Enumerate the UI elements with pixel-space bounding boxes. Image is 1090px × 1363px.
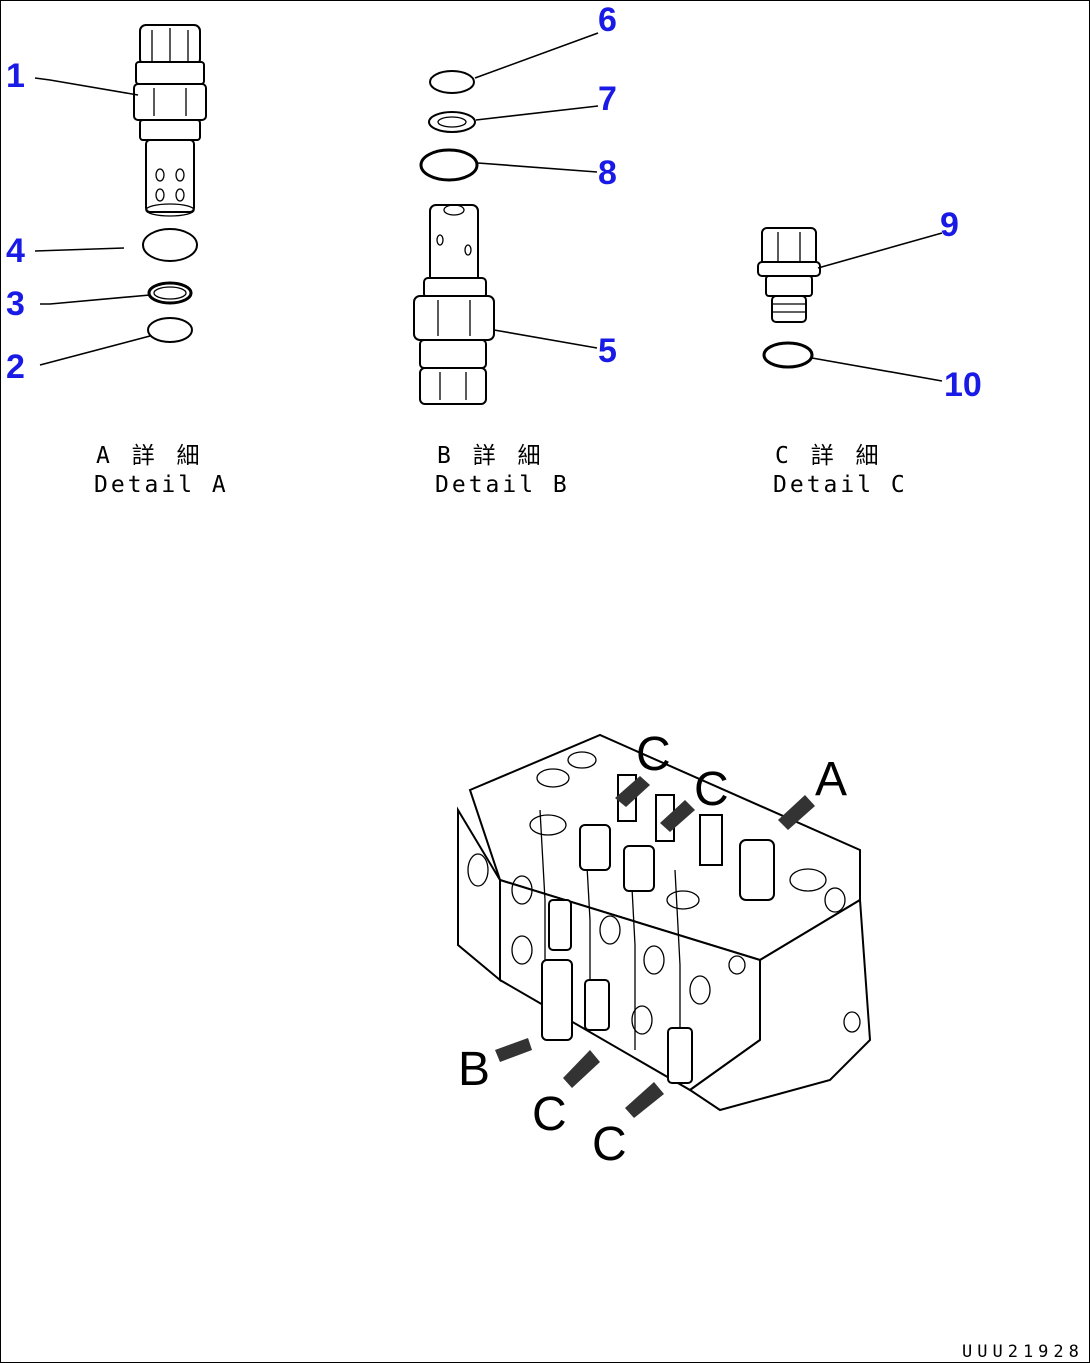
detail-a-jp: A 詳 細: [96, 443, 204, 469]
part-9-plug[interactable]: [757, 227, 821, 323]
view-label-a: A: [815, 753, 847, 806]
view-label-c-2: C: [694, 763, 729, 816]
part-1-relief-valve[interactable]: [133, 24, 207, 217]
detail-b-jp: B 詳 細: [437, 443, 545, 469]
leader-6: [474, 32, 599, 79]
leader-5: [493, 329, 598, 349]
leader-9: [817, 232, 943, 269]
drawing-code: UUU21928: [962, 1342, 1084, 1362]
detail-b-group: 6 7 8 5 B 詳 細 Detail B: [413, 1, 617, 498]
view-label-c-3: C: [532, 1088, 567, 1141]
callout-6: 6: [598, 1, 617, 39]
view-arrows: [495, 776, 815, 1118]
part-10-o-ring[interactable]: [762, 341, 814, 369]
part-3-o-ring[interactable]: [147, 281, 193, 305]
detail-a-group: 1 4 3 2 A 詳 細 Detail A: [6, 24, 229, 498]
view-label-c-4: C: [592, 1118, 627, 1171]
callout-10: 10: [944, 366, 982, 404]
callout-9: 9: [940, 206, 959, 244]
leader-3: [40, 294, 151, 305]
part-7-ring[interactable]: [428, 111, 476, 133]
callout-4: 4: [6, 232, 25, 270]
leader-8: [477, 162, 598, 173]
detail-a-en: Detail A: [94, 472, 229, 498]
leader-7: [475, 105, 599, 121]
part-6-backup-ring[interactable]: [429, 70, 475, 94]
control-valve-assembly[interactable]: [457, 733, 872, 1112]
callout-8: 8: [598, 154, 617, 192]
part-2-backup-ring[interactable]: [147, 317, 193, 343]
callout-3: 3: [6, 285, 25, 323]
detail-c-jp: C 詳 細: [775, 443, 883, 469]
callout-1: 1: [6, 57, 25, 95]
detail-b-en: Detail B: [435, 472, 570, 498]
callout-5: 5: [598, 332, 617, 370]
part-8-o-ring[interactable]: [419, 148, 479, 182]
view-label-c-1: C: [636, 728, 671, 781]
detail-c-group: 9 10 C 詳 細 Detail C: [757, 206, 982, 498]
callout-7: 7: [598, 80, 617, 118]
part-4-backup-ring[interactable]: [142, 228, 198, 262]
leader-1: [34, 77, 139, 96]
callout-2: 2: [6, 348, 25, 386]
view-label-b: B: [458, 1043, 490, 1096]
leader-2: [39, 335, 151, 366]
leader-10: [811, 357, 943, 382]
part-5-cartridge-valve[interactable]: [413, 204, 495, 405]
leader-4: [34, 247, 125, 252]
detail-c-en: Detail C: [773, 472, 908, 498]
